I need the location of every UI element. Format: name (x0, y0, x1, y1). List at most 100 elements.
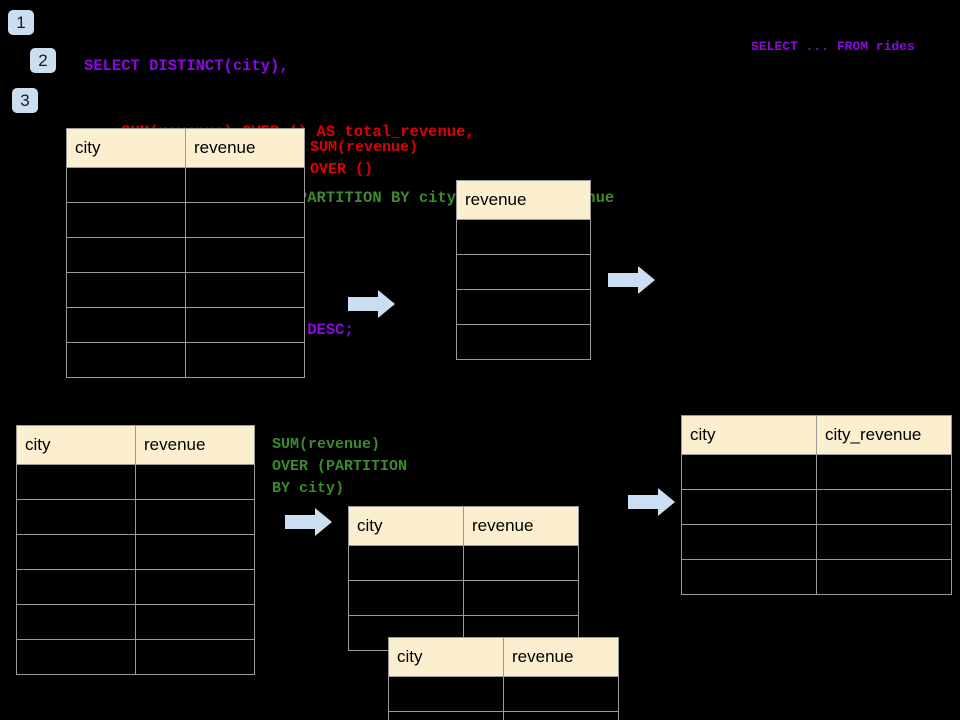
table-body (16, 464, 255, 675)
table-cell (816, 489, 952, 525)
side-note-select-from-rides: SELECT ... FROM rides (751, 39, 915, 54)
table-cell (463, 580, 579, 616)
arrow-source-to-total (348, 290, 395, 318)
column-header-revenue: revenue (135, 425, 255, 465)
table-row (66, 342, 305, 378)
column-header-city: city (388, 637, 504, 677)
table-cell (16, 464, 136, 500)
step-badge-1[interactable]: 1 (8, 10, 34, 35)
table-cell (185, 167, 305, 203)
table-row (348, 545, 579, 581)
table-cell (348, 545, 464, 581)
table-cell (185, 342, 305, 378)
table-cell (185, 202, 305, 238)
table-row (348, 580, 579, 616)
table-row (66, 272, 305, 308)
table-cell (388, 711, 504, 720)
table-cell (185, 237, 305, 273)
table-row (681, 454, 952, 490)
table-row (388, 676, 619, 712)
table-cell (16, 639, 136, 675)
column-header-city: city (681, 415, 817, 455)
column-header-city: city (348, 506, 464, 546)
column-header-city: city (16, 425, 136, 465)
table-header-row: city revenue (66, 128, 305, 168)
table-row (681, 559, 952, 595)
table-header-row: city revenue (16, 425, 255, 465)
table-cell (185, 272, 305, 308)
arrow-source-to-partition (285, 508, 332, 536)
table-cell (816, 454, 952, 490)
step-badge-3[interactable]: 3 (12, 88, 38, 113)
result-table: city city_revenue (681, 415, 952, 595)
sql-line-1: SELECT DISTINCT(city), (84, 57, 289, 75)
table-cell (66, 202, 186, 238)
table-row (16, 499, 255, 535)
table-cell (681, 524, 817, 560)
table-cell (66, 342, 186, 378)
arrow-total-to-right (608, 266, 655, 294)
annotation-city-revenue: SUM(revenue) OVER (PARTITION BY city) (272, 436, 408, 497)
table-row (66, 237, 305, 273)
table-row (16, 464, 255, 500)
column-header-revenue: revenue (463, 506, 579, 546)
table-cell (185, 307, 305, 343)
table-cell (816, 524, 952, 560)
table-cell (135, 534, 255, 570)
table-cell (16, 534, 136, 570)
table-row (456, 254, 591, 290)
column-header-city: city (66, 128, 186, 168)
table-row (16, 569, 255, 605)
table-cell (135, 569, 255, 605)
table-row (16, 534, 255, 570)
column-header-revenue: revenue (456, 180, 591, 220)
table-row (456, 289, 591, 325)
table-body (388, 676, 619, 720)
table-row (681, 524, 952, 560)
table-body (681, 454, 952, 595)
table-row (388, 711, 619, 720)
table-cell (66, 307, 186, 343)
table-cell (16, 569, 136, 605)
table-cell (456, 219, 591, 255)
table-row (66, 202, 305, 238)
table-cell (16, 499, 136, 535)
step-badge-2[interactable]: 2 (30, 48, 56, 73)
column-header-revenue: revenue (185, 128, 305, 168)
table-cell (681, 454, 817, 490)
table-cell (66, 237, 186, 273)
table-body (456, 219, 591, 360)
annotation-total-revenue: SUM(revenue) OVER () (310, 139, 419, 178)
table-cell (135, 464, 255, 500)
table-header-row: city revenue (388, 637, 619, 677)
table-cell (348, 580, 464, 616)
rides-source-table-bottom: city revenue (16, 425, 255, 675)
table-cell (66, 167, 186, 203)
table-row (66, 307, 305, 343)
partition-table-front: city revenue (388, 637, 619, 720)
table-cell (16, 604, 136, 640)
table-cell (456, 324, 591, 360)
table-cell (681, 559, 817, 595)
column-header-revenue: revenue (503, 637, 619, 677)
rides-source-table-top: city revenue (66, 128, 305, 378)
table-cell (503, 711, 619, 720)
table-cell (681, 489, 817, 525)
table-cell (456, 289, 591, 325)
table-cell (135, 604, 255, 640)
table-cell (816, 559, 952, 595)
table-cell (503, 676, 619, 712)
table-row (456, 324, 591, 360)
table-row (456, 219, 591, 255)
table-row (66, 167, 305, 203)
table-cell (135, 499, 255, 535)
table-cell (135, 639, 255, 675)
table-header-row: city city_revenue (681, 415, 952, 455)
partition-table-back: city revenue (348, 506, 579, 651)
table-cell (463, 545, 579, 581)
table-body (348, 545, 579, 651)
table-cell (66, 272, 186, 308)
table-cell (456, 254, 591, 290)
table-header-row: revenue (456, 180, 591, 220)
